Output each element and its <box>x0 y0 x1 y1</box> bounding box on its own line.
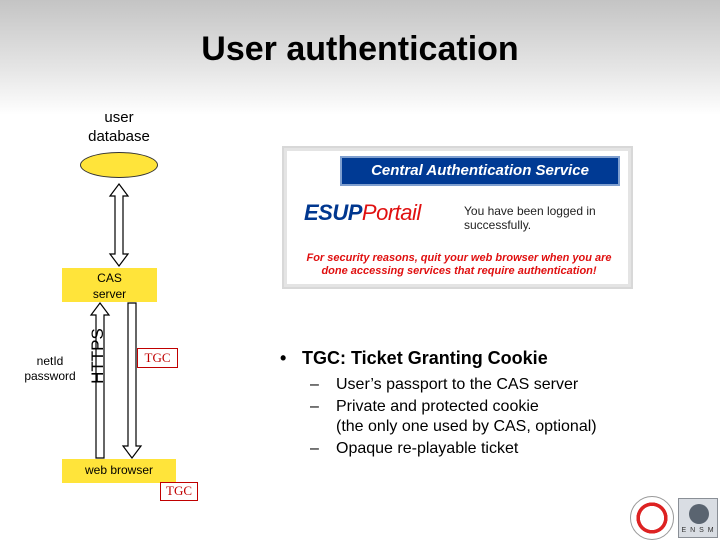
cas-header-banner: Central Authentication Service <box>340 156 620 186</box>
tgc-badge-server: TGC <box>137 348 178 368</box>
sub-bullet-text: Opaque re-playable ticket <box>336 440 519 457</box>
main-bullet-text: TGC: Ticket Granting Cookie <box>302 348 548 368</box>
portail-logo-text: Portail <box>361 200 421 225</box>
slide-title: User authentication <box>201 30 519 68</box>
sub-bullet-continuation-text: (the only one used by CAS, optional) <box>336 418 597 435</box>
user-database-node <box>80 152 158 178</box>
db-link-arrow-shape <box>108 183 130 267</box>
esup-portail-logo: ESUPPortail <box>304 200 421 226</box>
ensm-logo-text: E N S M <box>681 527 715 534</box>
esup-logo-text: ESUP <box>304 200 362 225</box>
bullet-dash: – <box>310 440 319 457</box>
cas-server-node: CAS server <box>62 268 157 302</box>
sub-bullet: – Private and protected cookie <box>310 397 710 417</box>
sub-bullet-text: Private and protected cookie <box>336 398 539 415</box>
netid-password-label: netId password <box>24 354 76 383</box>
security-warning: For security reasons, quit your web brow… <box>306 252 612 277</box>
sub-bullet: – Opaque re-playable ticket <box>310 439 710 459</box>
web-browser-node: web browser <box>62 459 176 483</box>
bullet-dash: – <box>310 398 319 415</box>
main-bullet: • TGC: Ticket Granting Cookie <box>280 348 700 369</box>
tgc-down-arrow-shape <box>121 302 143 459</box>
sub-bullet-text: User’s passport to the CAS server <box>336 376 579 393</box>
university-seal-logo <box>630 496 674 540</box>
user-database-label: user database <box>88 109 150 145</box>
bullet-dot: • <box>280 348 287 368</box>
logged-in-message: You have been logged in successfully. <box>464 204 596 232</box>
https-up-arrow <box>89 302 111 459</box>
ensm-logo-emblem <box>689 504 709 524</box>
sub-bullet-continuation: (the only one used by CAS, optional) <box>310 417 710 437</box>
tgc-badge-browser: TGC <box>160 482 198 501</box>
bullet-dash: – <box>310 376 319 393</box>
tgc-down-arrow <box>121 302 143 459</box>
db-link-arrow <box>108 183 130 267</box>
sub-bullet-list: – User’s passport to the CAS server – Pr… <box>310 375 710 461</box>
cas-login-screenshot: Central Authentication Service ESUPPorta… <box>282 146 633 289</box>
https-up-arrow-shape <box>89 302 111 459</box>
https-label: HTTPS <box>88 328 107 384</box>
sub-bullet: – User’s passport to the CAS server <box>310 375 710 395</box>
